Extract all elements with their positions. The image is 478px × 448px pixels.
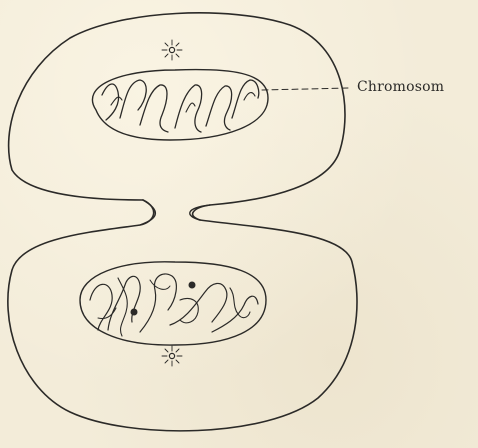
lower-cell-outline [8, 200, 357, 431]
lower-centrosome [162, 346, 182, 366]
cleavage-furrow [140, 200, 210, 225]
lower-nucleolus-left [131, 309, 138, 316]
upper-nuclear-envelope [92, 70, 268, 140]
lower-nuclear-envelope [80, 262, 266, 345]
lower-chromatin [90, 274, 258, 336]
lower-nucleus [80, 262, 266, 345]
chromosome-label: Chromosom [357, 79, 444, 95]
upper-cell-outline [9, 13, 345, 220]
label-leader-line [262, 88, 350, 90]
upper-chromosomes [102, 80, 259, 132]
upper-nucleus [92, 70, 268, 140]
upper-centrosome [162, 40, 182, 60]
lower-nucleolus-right [189, 282, 196, 289]
